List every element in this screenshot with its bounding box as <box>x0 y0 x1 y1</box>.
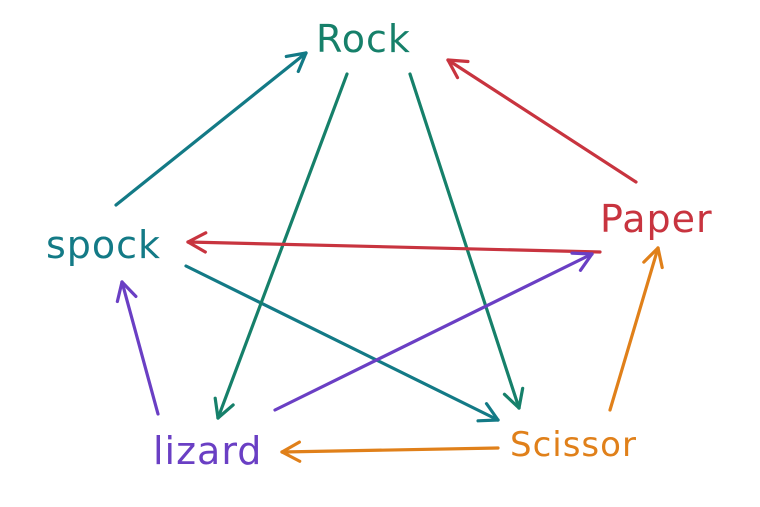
arrowhead-icon <box>186 240 207 254</box>
edge-line <box>184 264 500 422</box>
edge-line <box>120 280 160 416</box>
edge-lizard-to-spock <box>115 280 160 416</box>
edge-line <box>273 252 594 412</box>
edge-paper-to-spock <box>186 231 602 254</box>
arrowhead-icon <box>186 231 208 244</box>
arrowhead-icon <box>446 58 460 80</box>
edge-scissor-to-lizard <box>280 440 500 463</box>
arrowhead-icon <box>517 386 525 410</box>
edge-rock-to-scissor <box>408 72 525 410</box>
arrowhead-icon <box>578 252 594 272</box>
node-lizard: lizard <box>153 429 263 473</box>
arrowhead-icon <box>476 418 500 423</box>
arrowhead-icon <box>120 280 138 299</box>
arrowhead-icon <box>216 403 235 420</box>
arrowhead-icon <box>656 246 664 270</box>
edge-spock-to-rock <box>114 51 308 207</box>
edge-paper-to-rock <box>446 58 638 184</box>
arrowhead-icon <box>642 246 660 264</box>
node-rock: Rock <box>316 17 411 61</box>
edge-spock-to-scissor <box>184 264 500 423</box>
arrowhead-icon <box>446 58 470 64</box>
arrowhead-icon <box>484 402 500 422</box>
edge-scissor-to-paper <box>608 246 664 412</box>
arrowhead-icon <box>296 51 308 74</box>
arrowhead-icon <box>570 251 594 256</box>
node-scissor: Scissor <box>510 425 637 465</box>
arrowhead-icon <box>280 450 302 463</box>
edge-rock-to-lizard <box>213 72 349 420</box>
edge-line <box>280 446 500 454</box>
edge-line <box>408 72 521 410</box>
edge-line <box>186 240 602 254</box>
edge-line <box>446 58 638 184</box>
edge-line <box>114 51 308 207</box>
edge-line <box>608 246 660 412</box>
arrowhead-icon <box>280 440 301 454</box>
arrowhead-icon <box>115 280 124 304</box>
arrowhead-icon <box>502 392 521 410</box>
node-paper: Paper <box>600 197 713 241</box>
edge-line <box>216 72 349 420</box>
arrowhead-icon <box>284 51 308 59</box>
edge-lizard-to-paper <box>273 251 594 412</box>
arrowhead-icon <box>213 396 220 420</box>
node-spock: spock <box>46 223 162 267</box>
